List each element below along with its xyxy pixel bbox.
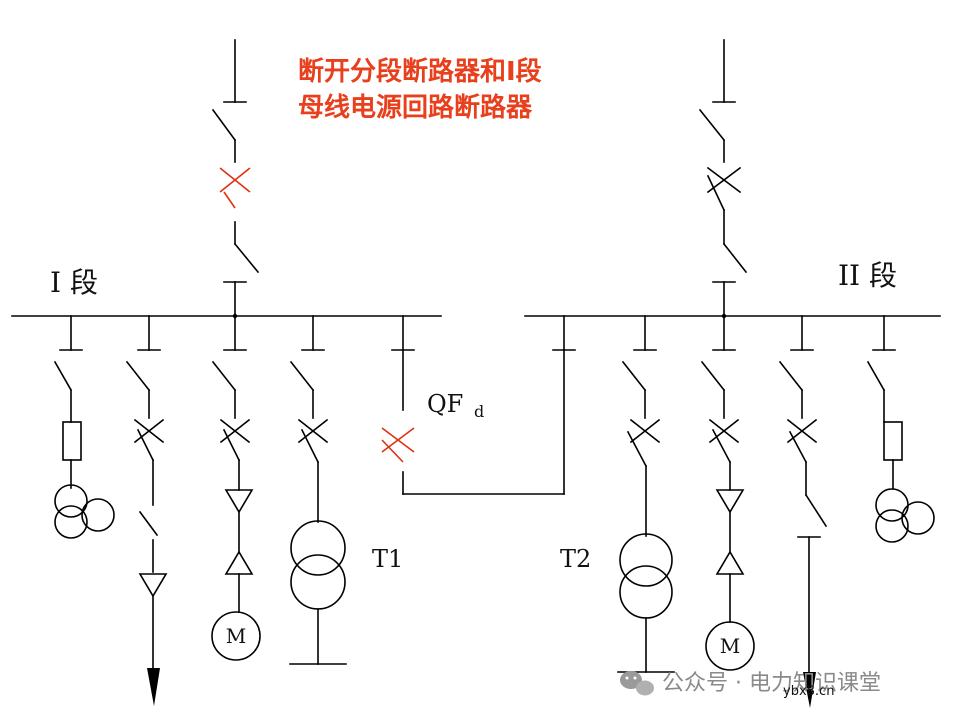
arrow-down-icon (803, 672, 816, 708)
opened-breaker-i (219, 167, 251, 209)
opened-breaker-qfd (381, 427, 415, 463)
motor-i (211, 611, 261, 661)
segment-ii-label: II 段 (838, 259, 897, 292)
incoming-supply-i (211, 39, 260, 317)
qf-label: QF (427, 390, 463, 418)
segment-i-label: I 段 (50, 266, 98, 299)
feeder-ii-line (778, 315, 828, 708)
motor-ii-label: M (720, 634, 740, 658)
incoming-supply-ii (698, 39, 748, 317)
title-line-2: 母线电源回路断路器 (298, 92, 533, 123)
t2-label: T2 (560, 545, 591, 573)
feeder-i-transformer-t1: T1 (289, 315, 403, 665)
wechat-icon (620, 671, 654, 696)
motor-ii (705, 621, 755, 671)
watermark-site: ybx8.cn (783, 684, 834, 699)
watermark: 公众号 · 电力知识课堂 ybx8.cn (620, 671, 881, 699)
qf-subscript: d (474, 402, 484, 421)
bus-tie-circuit: QF d (381, 315, 576, 495)
fuse-ii (883, 421, 903, 461)
watermark-text: 公众号 · 电力知识课堂 (662, 671, 881, 696)
t1-label: T1 (372, 545, 403, 573)
fuse-i (62, 421, 82, 461)
feeder-i-line (125, 315, 168, 706)
arrow-down-icon (147, 668, 160, 706)
motor-i-label: M (226, 624, 246, 648)
feeder-ii-voltage-transformer (866, 315, 935, 543)
feeder-i-voltage-transformer (53, 315, 115, 539)
title-line-1: 断开分段断路器和I段 (298, 56, 542, 87)
feeder-ii-transformer-t2: T2 (560, 315, 675, 673)
feeder-ii-motor: M (700, 315, 755, 671)
feeder-i-motor: M (211, 315, 261, 661)
